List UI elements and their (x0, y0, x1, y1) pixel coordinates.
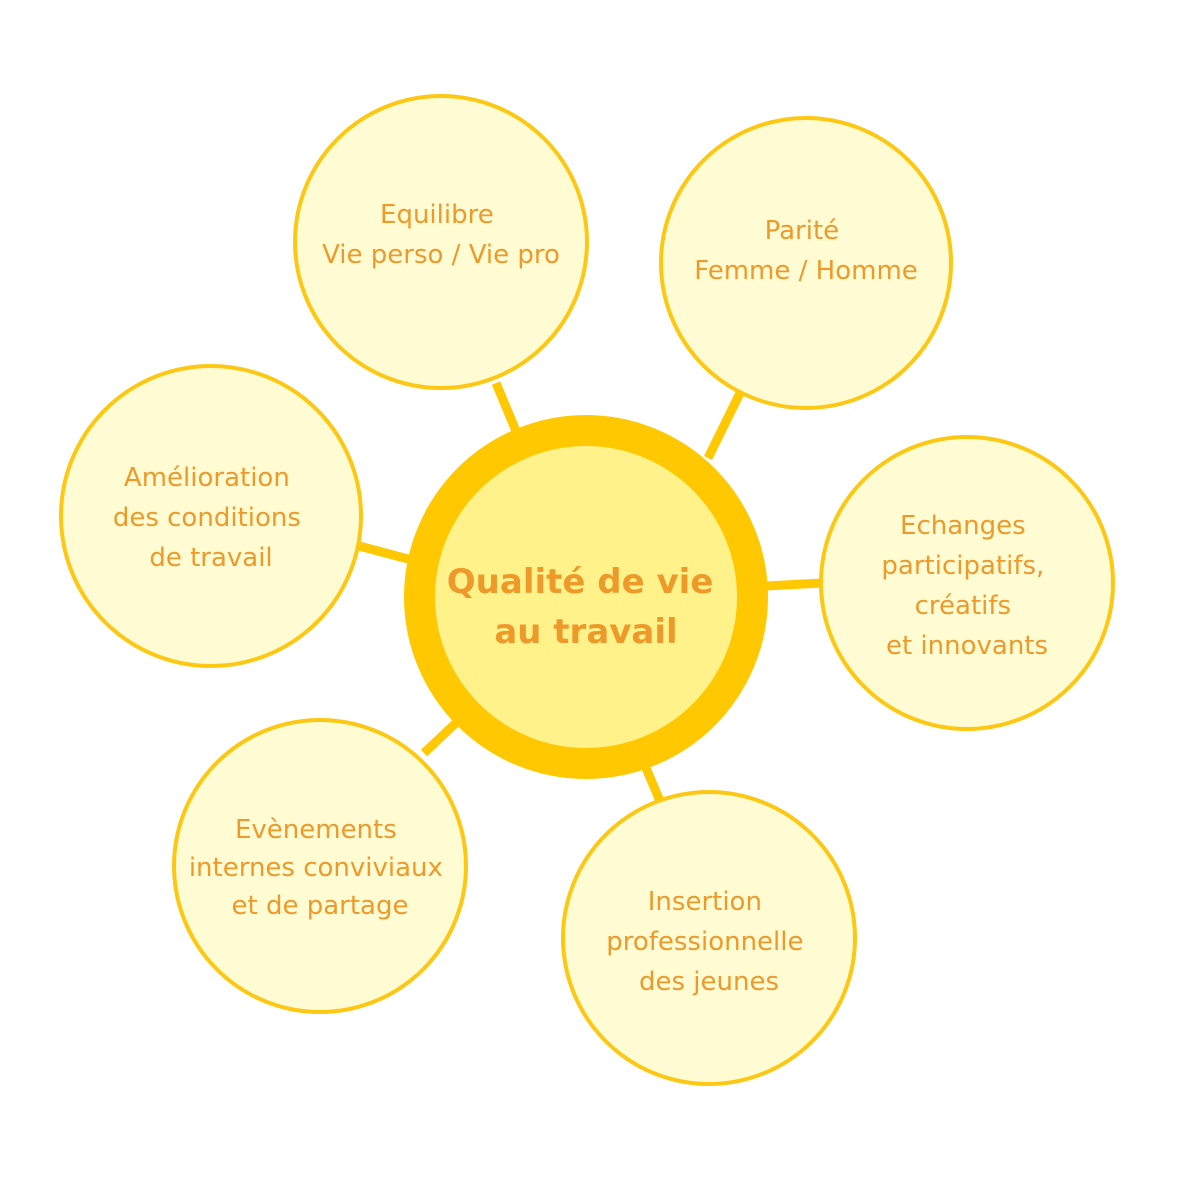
node-line: Amélioration (124, 463, 290, 493)
node-insertion-label: Insertion professionnelle des jeunes (606, 887, 812, 997)
connector-equilibre (491, 381, 521, 433)
node-equilibre-label: Equilibre Vie perso / Vie pro (322, 200, 560, 270)
node-line: des jeunes (639, 967, 779, 997)
center-line: au travail (494, 612, 677, 652)
node-equilibre-circle (293, 94, 589, 390)
center-node-title: Qualité de vie au travail (447, 562, 725, 652)
node-line: participatifs, (881, 551, 1044, 581)
node-line: Evènements (235, 815, 397, 845)
node-line: Parité (765, 216, 840, 246)
node-line: professionnelle (606, 927, 803, 957)
node-amelioration: Amélioration des conditions de travail (59, 364, 363, 668)
connector-parite (703, 391, 745, 460)
connector-amelioration (357, 541, 414, 565)
node-parite-label: Parité Femme / Homme (694, 216, 918, 286)
connector-evenements (420, 716, 463, 757)
node-parite: Parité Femme / Homme (659, 116, 953, 410)
node-parite-circle (659, 116, 953, 410)
node-evenements-label: Evènements internes conviviaux et de par… (189, 815, 451, 921)
node-equilibre: Equilibre Vie perso / Vie pro (293, 94, 589, 390)
node-line: Echanges (900, 511, 1026, 541)
node-echanges-label: Echanges participatifs, créatifs et inno… (881, 511, 1052, 661)
node-line: Femme / Homme (694, 256, 918, 286)
node-line: et de partage (232, 891, 409, 921)
node-line: Insertion (648, 887, 762, 917)
node-line: des conditions (113, 503, 301, 533)
node-line: Equilibre (380, 200, 494, 230)
node-echanges-circle (819, 435, 1115, 731)
center-line: Qualité de vie (447, 562, 714, 602)
center-node: Qualité de vie au travail (404, 415, 768, 779)
node-evenements: Evènements internes conviviaux et de par… (172, 718, 468, 1014)
center-node-inner (435, 446, 737, 748)
node-insertion-circle (561, 790, 857, 1086)
node-evenements-circle (172, 718, 468, 1014)
node-line: de travail (149, 543, 272, 573)
node-echanges: Echanges participatifs, créatifs et inno… (819, 435, 1115, 731)
node-amelioration-circle (59, 364, 363, 668)
node-line: et innovants (886, 631, 1048, 661)
node-line: internes conviviaux (189, 853, 443, 883)
node-insertion: Insertion professionnelle des jeunes (561, 790, 857, 1086)
node-amelioration-label: Amélioration des conditions de travail (113, 463, 309, 573)
connector-echanges (765, 578, 823, 591)
node-line: créatifs (915, 591, 1011, 621)
node-line: Vie perso / Vie pro (322, 240, 560, 270)
